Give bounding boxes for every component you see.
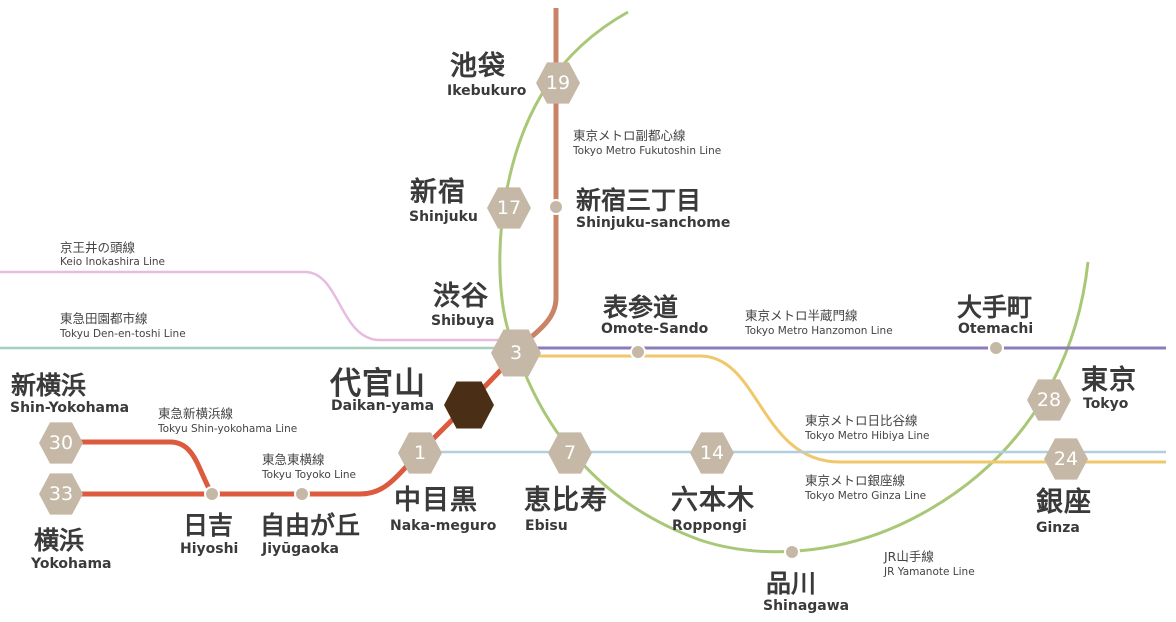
line-label-inokashira-en: Keio Inokashira Line	[60, 256, 166, 268]
yamanote-line	[498, 10, 1090, 554]
station-name-roppongi-en: Roppongi	[672, 518, 747, 534]
station-dot-hiyoshi	[204, 486, 220, 502]
minutes-yokohama: 33	[48, 483, 74, 505]
station-name-nakameguro-jp: 中目黒	[394, 485, 478, 516]
line-label-denentoshi-jp: 東急田園都市線	[60, 311, 148, 326]
station-name-ikebukuro-jp: 池袋	[450, 51, 506, 82]
line-label-hanzomon-en: Tokyo Metro Hanzomon Line	[745, 325, 893, 337]
station-name-shinjuku-en: Shinjuku	[409, 209, 478, 225]
station-name-tokyo-en: Tokyo	[1083, 396, 1129, 412]
station-dot-omotesando	[630, 344, 646, 360]
line-label-hibiya-en: Tokyo Metro Hibiya Line	[805, 430, 930, 442]
inokashira-line	[0, 270, 500, 342]
station-name-shinjukusanchome-en: Shinjuku-sanchome	[576, 215, 731, 231]
station-dot-shinjukusanchome	[548, 199, 564, 215]
hex-daikanyama	[444, 380, 494, 430]
hex-ikebukuro: 19	[536, 61, 580, 105]
station-dot-shinagawa	[784, 544, 800, 560]
hex-ebisu: 7	[548, 431, 592, 475]
minutes-shinyokohama: 30	[48, 432, 74, 454]
hex-ginza: 24	[1044, 437, 1088, 481]
minutes-ikebukuro: 19	[545, 72, 571, 94]
station-name-shinyokohama-jp: 新横浜	[11, 371, 87, 400]
shinyokohama-line	[62, 439, 215, 496]
station-name-jiyugaoka-en: Jiyūgaoka	[262, 541, 339, 557]
minutes-tokyo: 28	[1036, 389, 1062, 411]
hex-tokyo: 28	[1027, 378, 1071, 422]
station-name-shibuya-jp: 渋谷	[433, 281, 489, 312]
station-name-ginza-jp: 銀座	[1036, 487, 1092, 518]
minutes-roppongi: 14	[699, 442, 725, 464]
hex-shinjuku: 17	[487, 186, 531, 230]
station-name-omotesando-en: Omote-Sando	[601, 321, 709, 337]
hex-nakameguro: 1	[398, 431, 442, 475]
minutes-shinjuku: 17	[496, 197, 522, 219]
station-name-jiyugaoka-jp: 自由が丘	[260, 511, 361, 540]
station-name-nakameguro-en: Naka-meguro	[390, 518, 497, 534]
fukutoshin-line	[518, 8, 559, 348]
station-name-daikanyama-en: Daikan-yama	[331, 398, 435, 414]
station-name-ginza-en: Ginza	[1036, 520, 1080, 536]
station-name-shinagawa-jp: 品川	[766, 569, 817, 598]
line-label-hibiya-jp: 東京メトロ日比谷線	[805, 413, 918, 428]
station-dot-jiyugaoka	[294, 486, 310, 502]
station-name-hiyoshi-jp: 日吉	[183, 511, 234, 540]
line-label-fukutoshin-en: Tokyo Metro Fukutoshin Line	[573, 145, 722, 157]
station-name-yokohama-en: Yokohama	[31, 556, 112, 572]
line-label-ginza-jp: 東京メトロ銀座線	[805, 473, 906, 488]
line-label-fukutoshin-jp: 東京メトロ副都心線	[573, 128, 686, 143]
station-name-shinagawa-en: Shinagawa	[763, 598, 850, 614]
station-name-ikebukuro-en: Ikebukuro	[447, 83, 527, 99]
station-name-shibuya-en: Shibuya	[431, 313, 495, 329]
minutes-ebisu: 7	[563, 442, 577, 464]
line-label-yamanote-jp: JR山手線	[884, 549, 934, 564]
ginza-line	[530, 354, 1166, 464]
minutes-nakameguro: 1	[413, 442, 427, 464]
station-name-shinyokohama-en: Shin-Yokohama	[10, 400, 130, 416]
line-label-shinyokohama-en: Tokyu Shin-yokohama Line	[158, 423, 298, 435]
line-label-yamanote-en: JR Yamanote Line	[884, 566, 975, 578]
hex-shinyokohama: 30	[39, 421, 83, 465]
line-label-toyoko-en: Tokyu Toyoko Line	[262, 469, 357, 481]
station-name-hiyoshi-en: Hiyoshi	[180, 541, 239, 557]
hex-shibuya: 3	[491, 328, 541, 378]
station-name-otemachi-en: Otemachi	[958, 321, 1034, 337]
line-label-denentoshi-en: Tokyu Den-en-toshi Line	[60, 328, 186, 340]
minutes-shibuya: 3	[509, 342, 523, 364]
station-name-tokyo-jp: 東京	[1081, 365, 1137, 396]
hex-roppongi: 14	[690, 431, 734, 475]
minutes-ginza: 24	[1053, 448, 1079, 470]
station-name-shinjukusanchome-jp: 新宿三丁目	[576, 186, 702, 215]
line-label-inokashira-jp: 京王井の頭線	[60, 240, 136, 255]
station-name-otemachi-jp: 大手町	[957, 293, 1033, 322]
station-name-roppongi-jp: 六本木	[671, 485, 755, 516]
line-label-toyoko-jp: 東急東横線	[262, 452, 325, 467]
station-name-daikanyama-jp: 代官山	[330, 366, 426, 402]
station-name-shinjuku-jp: 新宿	[410, 177, 466, 208]
line-label-hanzomon-jp: 東京メトロ半蔵門線	[745, 308, 858, 323]
station-name-yokohama-jp: 横浜	[34, 526, 85, 555]
station-name-omotesando-jp: 表参道	[603, 293, 679, 322]
line-label-ginza-en: Tokyo Metro Ginza Line	[805, 490, 927, 502]
station-dot-otemachi	[988, 340, 1004, 356]
hex-yokohama: 33	[39, 472, 83, 516]
line-label-shinyokohama-jp: 東急新横浜線	[158, 406, 234, 421]
station-name-ebisu-en: Ebisu	[525, 518, 568, 534]
station-name-ebisu-jp: 恵比寿	[524, 485, 608, 516]
